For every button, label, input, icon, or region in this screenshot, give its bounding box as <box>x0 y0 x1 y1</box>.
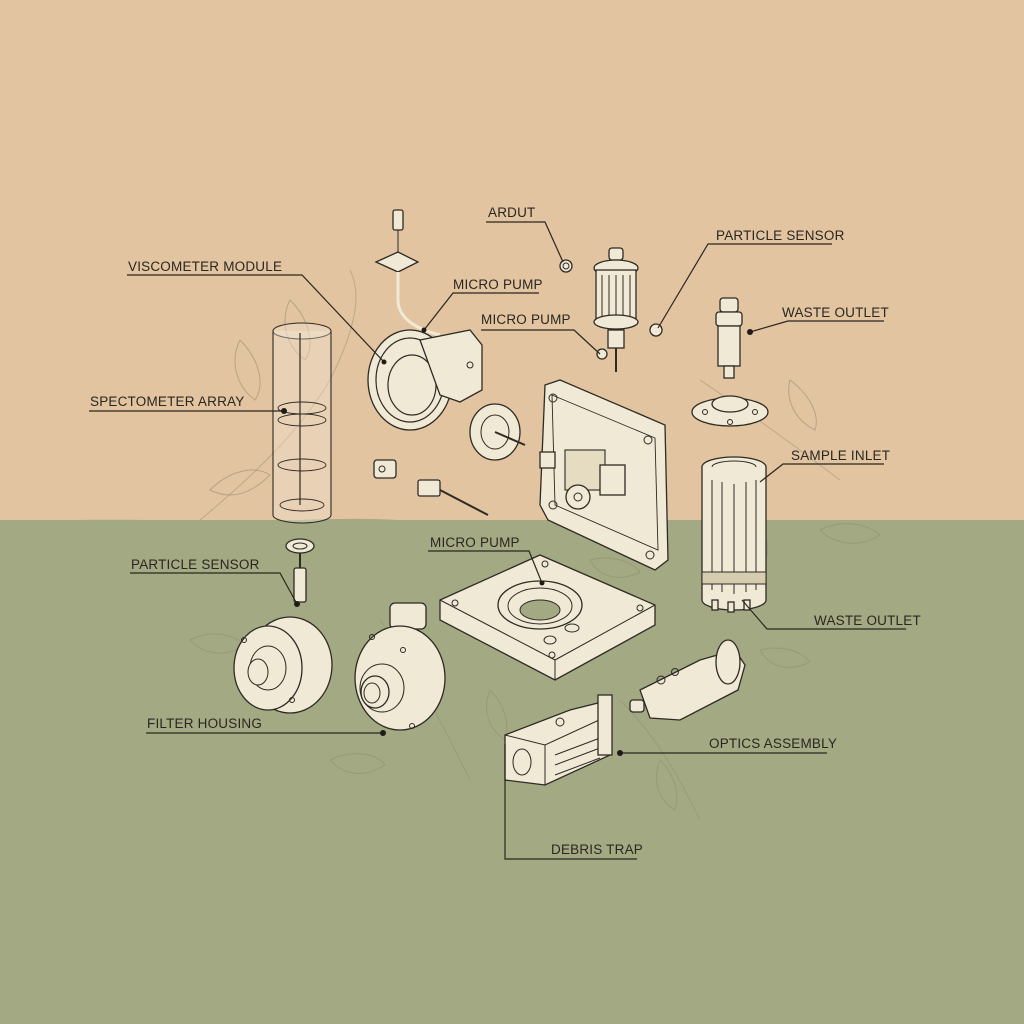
viscometer-module-part <box>367 209 483 431</box>
label-micro-pump-3: MICRO PUMP <box>430 535 520 550</box>
filter-cartridge-part <box>593 247 663 372</box>
label-optics-assembly: OPTICS ASSEMBLY <box>709 736 838 751</box>
filter-housing-part-left <box>233 616 333 714</box>
label-micro-pump-1: MICRO PUMP <box>453 277 543 292</box>
leader-lines <box>89 221 906 860</box>
label-micro-pump-2: MICRO PUMP <box>481 312 571 327</box>
label-spectometer-array: SPECTOMETER ARRAY <box>90 394 245 409</box>
label-particle-sensor-left: PARTICLE SENSOR <box>131 557 260 572</box>
label-debris-trap: DEBRIS TRAP <box>551 842 643 857</box>
label-particle-sensor-top: PARTICLE SENSOR <box>716 228 845 243</box>
label-filter-housing: FILTER HOUSING <box>147 716 263 731</box>
particle-sensor-part <box>285 538 315 603</box>
label-waste-outlet-bottom: WASTE OUTLET <box>814 613 921 628</box>
label-sample-inlet: SAMPLE INLET <box>791 448 891 463</box>
label-viscometer-module: VISCOMETER MODULE <box>128 259 283 274</box>
label-ardut: ARDUT <box>488 205 536 220</box>
waste-outlet-valve-part <box>691 297 769 427</box>
base-plate-part <box>439 554 656 681</box>
pulley-part <box>469 403 526 461</box>
sample-inlet-column-part <box>701 456 767 613</box>
label-waste-outlet-top: WASTE OUTLET <box>782 305 889 320</box>
filter-housing-part-right <box>354 602 446 731</box>
mounting-plate-part <box>539 379 669 571</box>
optics-assembly-part <box>629 639 746 721</box>
spectometer-array-part <box>272 322 332 524</box>
debris-trap-part <box>504 694 613 786</box>
